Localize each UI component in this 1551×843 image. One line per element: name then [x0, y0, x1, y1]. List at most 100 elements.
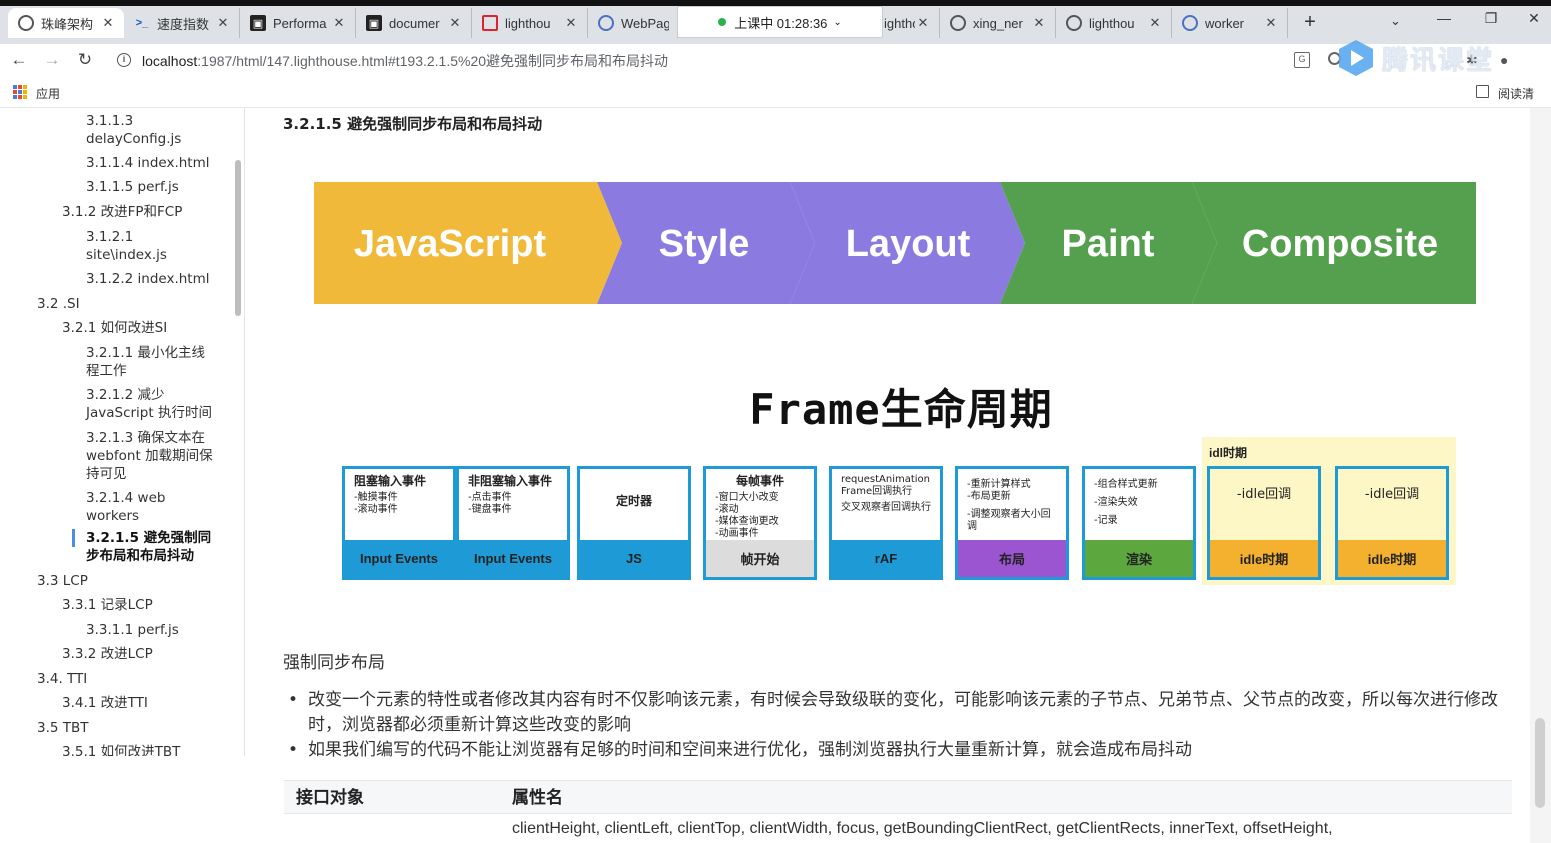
section-subtitle: 强制同步布局: [283, 653, 385, 673]
tab-1[interactable]: >_ 速度指数 ✕: [124, 8, 240, 38]
close-icon[interactable]: ✕: [565, 15, 577, 30]
back-arrow-icon[interactable]: ←: [10, 50, 28, 69]
pipeline-label-layout: Layout: [846, 223, 971, 265]
close-icon[interactable]: ✕: [1265, 15, 1277, 30]
toc-item[interactable]: 3.5 TBT: [37, 720, 89, 736]
toc-item[interactable]: 3.1.2.2 index.html: [86, 271, 210, 287]
tab-search-icon[interactable]: ⌄: [1390, 13, 1401, 28]
tab-0[interactable]: 珠峰架构 ✕: [8, 8, 124, 38]
toc-item[interactable]: 3.2 .SI: [37, 296, 80, 312]
info-icon[interactable]: i: [117, 53, 131, 67]
table-header-property: 属性名: [500, 780, 1512, 814]
pipeline-stage-paint: [1000, 182, 1217, 304]
toc-item[interactable]: 3.3.2 改进LCP: [62, 646, 153, 662]
toc-item[interactable]: 持可见: [86, 466, 127, 482]
frame-phase-body: -idle回调: [1210, 469, 1318, 543]
minimize-icon[interactable]: —: [1437, 10, 1451, 26]
reading-list-label[interactable]: 阅读清: [1498, 87, 1535, 101]
toc-item[interactable]: site\index.js: [86, 247, 167, 263]
tab-label: documer: [389, 15, 440, 31]
tab-7[interactable]: xing_ner ✕: [940, 8, 1056, 38]
frame-phase-footer: 渲染: [1085, 540, 1193, 577]
forward-arrow-icon[interactable]: →: [43, 50, 61, 69]
frame-phase-body: 定时器: [580, 469, 688, 543]
tab-6[interactable]: ighthou ✕: [884, 8, 940, 38]
recording-indicator[interactable]: 上课中 01:28:36 ⌄: [677, 6, 883, 38]
devtools-icon: ▣: [366, 15, 382, 31]
globe-icon: [1182, 15, 1198, 31]
toc-item[interactable]: 3.1.1.3: [86, 113, 134, 129]
toc-item[interactable]: webfont 加载期间保: [86, 448, 213, 464]
tab-5[interactable]: WebPag: [588, 8, 678, 38]
frame-phase-footer: rAF: [832, 540, 940, 577]
toc-item[interactable]: 3.4.1 改进TTI: [62, 695, 148, 711]
profile-icon[interactable]: ●: [1500, 52, 1509, 68]
play-logo-icon: [1339, 40, 1373, 76]
tab-3[interactable]: ▣ documer ✕: [356, 8, 472, 38]
frame-phase-line: -键盘事件: [468, 504, 512, 515]
puzzle-icon[interactable]: ✱: [1466, 52, 1478, 68]
toc-item[interactable]: 3.4. TTI: [37, 671, 88, 687]
frame-phase-title: 非阻塞输入事件: [468, 474, 553, 488]
reload-icon[interactable]: ↻: [77, 50, 93, 69]
close-icon[interactable]: ✕: [217, 15, 229, 30]
toc-item[interactable]: 3.2.1.2 减少: [86, 387, 165, 403]
toc-item[interactable]: 3.5.1 如何改进TBT: [62, 744, 181, 756]
window-close-icon[interactable]: ✕: [1528, 10, 1540, 26]
reading-list-icon[interactable]: [1476, 85, 1489, 98]
sidebar-scrollbar[interactable]: [235, 160, 241, 316]
toc-item[interactable]: JavaScript 执行时间: [86, 405, 212, 421]
toc-item[interactable]: 3.2.1.4 web: [86, 490, 166, 506]
address-bar[interactable]: localhost:1987/html/147.lighthouse.html#…: [142, 51, 668, 71]
apps-bookmark[interactable]: 应用: [36, 87, 61, 101]
toc-item[interactable]: 3.2.1.1 最小化主线: [86, 345, 206, 361]
frame-phase-box: 每帧事件-窗口大小改变-滚动-媒体查询更改-动画事件帧开始: [703, 466, 817, 580]
apps-grid-icon[interactable]: [13, 85, 27, 99]
close-icon[interactable]: ✕: [1033, 15, 1045, 30]
frame-phase-line: -点击事件: [468, 492, 512, 503]
tab-label: Performa: [273, 15, 327, 31]
toc-item[interactable]: 3.3.1 记录LCP: [62, 597, 153, 613]
toc-item[interactable]: 3.2.1 如何改进SI: [62, 320, 168, 336]
toc-item[interactable]: 3.1.2.1: [86, 229, 134, 245]
frame-phase-line: -记录: [1094, 515, 1118, 526]
toc-item[interactable]: 步布局和布局抖动: [86, 548, 194, 564]
round-icon: [950, 15, 966, 31]
toc-item[interactable]: 3.3.1.1 perf.js: [86, 622, 179, 638]
frame-phase-footer: idle时期: [1210, 540, 1318, 577]
close-icon[interactable]: ✕: [1149, 15, 1161, 30]
frame-phase-footer: 帧开始: [706, 540, 814, 577]
maximize-icon[interactable]: ❐: [1484, 10, 1498, 26]
toc-item[interactable]: delayConfig.js: [86, 131, 182, 147]
tab-4[interactable]: lighthou ✕: [472, 8, 588, 38]
toc-item[interactable]: workers: [86, 508, 140, 524]
page-scrollbar[interactable]: [1530, 108, 1551, 843]
toc-item[interactable]: 程工作: [86, 363, 127, 379]
frame-phase-body: requestAnimation Frame回调执行交叉观察者回调执行: [832, 469, 940, 543]
table-header-interface: 接口对象: [284, 780, 500, 814]
close-icon[interactable]: ✕: [449, 15, 461, 30]
toc-item[interactable]: 3.1.2 改进FP和FCP: [62, 204, 183, 220]
close-icon[interactable]: ✕: [333, 15, 345, 30]
close-icon[interactable]: ✕: [102, 15, 114, 30]
pipeline-label-style: Style: [659, 223, 750, 265]
toc-item[interactable]: 3.1.1.5 perf.js: [86, 179, 179, 195]
translate-icon[interactable]: G: [1294, 52, 1310, 68]
tab-8[interactable]: lighthou ✕: [1056, 8, 1172, 38]
close-icon[interactable]: ✕: [917, 15, 929, 30]
frame-phase-line: -触摸事件: [354, 492, 398, 503]
new-tab-button[interactable]: +: [1304, 11, 1316, 33]
toc-item[interactable]: 3.3 LCP: [37, 573, 88, 589]
tab-9[interactable]: worker ✕: [1172, 8, 1288, 38]
toc-item[interactable]: 3.2.1.3 确保文本在: [86, 430, 206, 446]
toc-item[interactable]: 3.2.1.5 避免强制同: [86, 530, 212, 546]
frame-phase-footer: Input Events: [345, 540, 453, 577]
frame-phase-body: -idle回调: [1338, 469, 1446, 543]
pipeline-stage-javascript: [314, 182, 622, 304]
toc-item[interactable]: 3.1.1.4 index.html: [86, 155, 210, 171]
devtools-icon: ▣: [250, 15, 266, 31]
page-scrollbar-thumb[interactable]: [1535, 718, 1545, 808]
watermark-text: 腾讯课堂: [1382, 44, 1495, 75]
tab-2[interactable]: ▣ Performa ✕: [240, 8, 356, 38]
